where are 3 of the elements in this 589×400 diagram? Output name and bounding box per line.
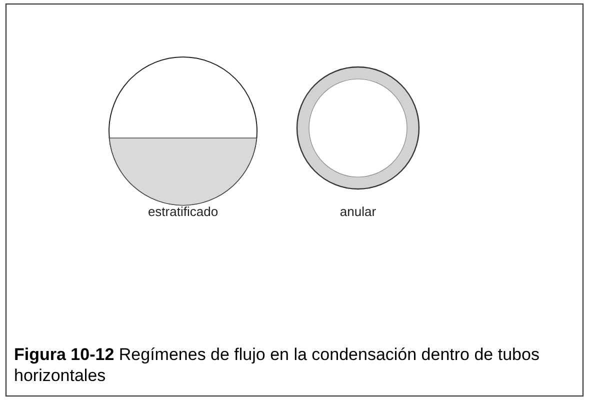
pipe-label: anular xyxy=(340,204,376,219)
pipe-label: estratificado xyxy=(148,204,218,219)
figure-caption: Figura 10-12 Regímenes de flujo en la condensación dentro de tubos horizontales xyxy=(14,344,540,386)
